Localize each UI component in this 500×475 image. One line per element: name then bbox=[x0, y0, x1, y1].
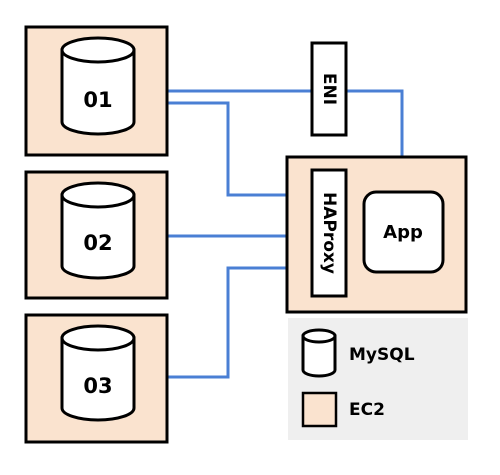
legend-mysql-label: MySQL bbox=[349, 345, 415, 365]
app-label: App bbox=[383, 222, 423, 243]
link-db03-haproxy bbox=[133, 266, 312, 379]
db01-label: 01 bbox=[83, 88, 112, 112]
db02-ec2-instance: 02 bbox=[24, 170, 169, 300]
link-db01-haproxy bbox=[133, 101, 312, 197]
app-box: App bbox=[362, 190, 445, 274]
legend-ec2-label: EC2 bbox=[349, 400, 385, 420]
haproxy-label: HAProxy bbox=[319, 192, 339, 274]
square-swatch-icon bbox=[301, 391, 338, 428]
db02-cylinder-icon bbox=[60, 181, 136, 280]
app-ec2-instance: HAProxy App bbox=[285, 155, 468, 314]
legend-ec2: EC2 bbox=[301, 391, 385, 428]
eni-box: ENI bbox=[310, 41, 348, 137]
db03-label: 03 bbox=[83, 374, 112, 398]
db01-cylinder-icon bbox=[60, 36, 136, 136]
haproxy-box: HAProxy bbox=[310, 168, 348, 298]
eni-label: ENI bbox=[319, 73, 339, 105]
db03-cylinder-icon bbox=[60, 324, 136, 422]
legend-mysql: MySQL bbox=[301, 328, 415, 378]
db01-ec2-instance: 01 bbox=[24, 25, 169, 157]
db02-label: 02 bbox=[83, 231, 112, 255]
db03-ec2-instance: 03 bbox=[24, 313, 169, 444]
cylinder-icon bbox=[301, 328, 337, 378]
